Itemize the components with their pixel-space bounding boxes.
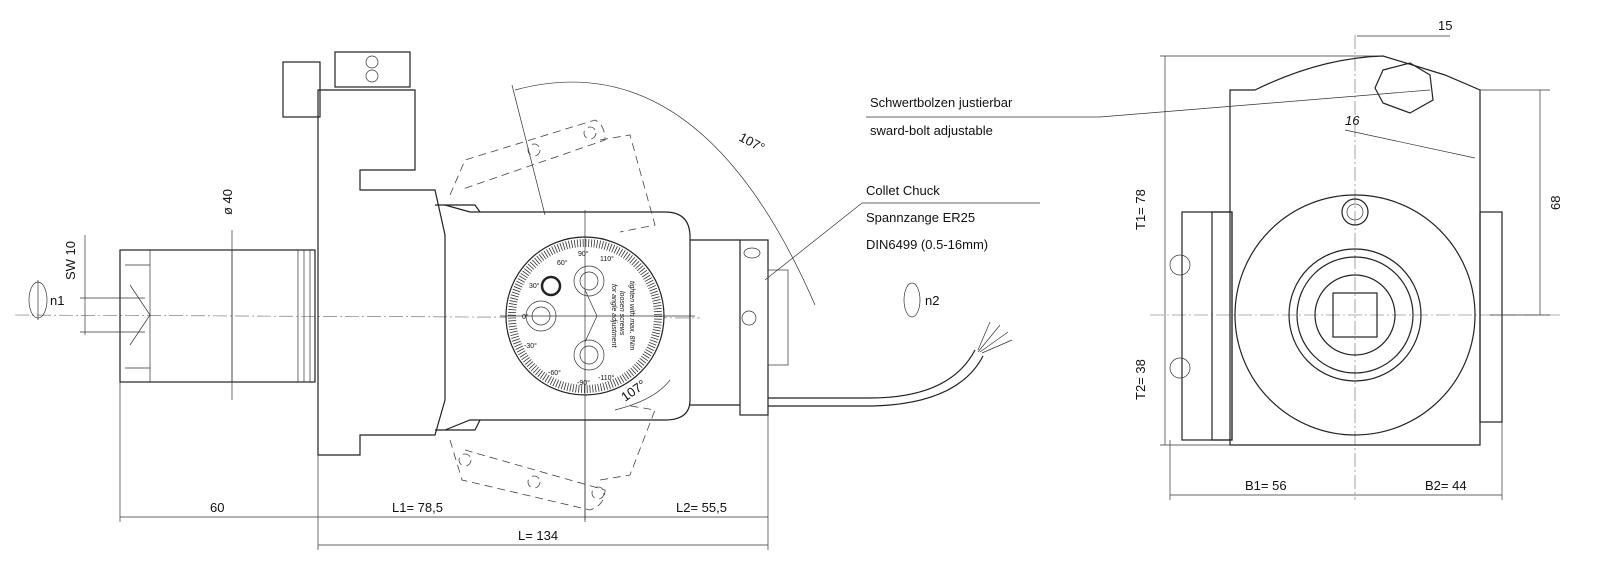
sword-bolt bbox=[1374, 62, 1434, 114]
dial-note-loosen: loosen screws bbox=[618, 291, 625, 336]
dial-tick-60: 60° bbox=[557, 259, 568, 267]
t2-dimension: T2= 38 bbox=[1133, 359, 1148, 400]
l-dimension: L= 134 bbox=[518, 528, 558, 543]
l1-dimension: L1= 78,5 bbox=[392, 500, 443, 515]
sword-bolt-label-en: sward-bolt adjustable bbox=[870, 123, 993, 138]
shank bbox=[119, 249, 316, 383]
front-view: 15 16 T1= 78 68 T2= 38 B1= 56 B2= 44 Sch… bbox=[866, 18, 1563, 500]
side-flange bbox=[1181, 211, 1233, 441]
dial-tick-110: 110° bbox=[600, 255, 614, 263]
spindle-head bbox=[739, 239, 769, 416]
rotation-n2: n2 bbox=[925, 293, 939, 308]
bolt-offset-dimension: 15 bbox=[1438, 18, 1452, 33]
dial-tick-0: 0° bbox=[522, 313, 529, 321]
dial-tick-m30: -30° bbox=[524, 342, 537, 350]
diameter-dimension: ø 40 bbox=[220, 189, 235, 215]
sw-dimension: SW 10 bbox=[63, 241, 78, 280]
height-68-dimension: 68 bbox=[1548, 196, 1563, 210]
collet-norm-label: DIN6499 (0.5-16mm) bbox=[866, 237, 988, 252]
side-view: 90° 110° 60° 30° 0° -30° -60° -90° -110°… bbox=[14, 51, 1040, 550]
collet-spec-label: Spannzange ER25 bbox=[866, 210, 975, 225]
dial-tick-30: 30° bbox=[529, 282, 540, 290]
dial-note-tighten: tighten with max. 8Nm bbox=[628, 281, 635, 350]
rotor bbox=[1234, 194, 1476, 436]
t1-dimension: T1= 78 bbox=[1133, 189, 1148, 230]
shank-length-dimension: 60 bbox=[210, 500, 224, 515]
angle-top-label: 107° bbox=[737, 129, 768, 155]
collet-chuck-label: Collet Chuck bbox=[866, 183, 940, 198]
dial-note-adjust: for angle adjustment bbox=[610, 284, 617, 348]
bolt-width-dimension: 16 bbox=[1345, 113, 1360, 128]
b1-dimension: B1= 56 bbox=[1245, 478, 1287, 493]
rotation-n1: n1 bbox=[50, 293, 64, 308]
dial-tick-m60: -60° bbox=[548, 369, 561, 377]
sword-bolt-label-de: Schwertbolzen justierbar bbox=[870, 95, 1013, 110]
cable bbox=[768, 349, 976, 399]
angle-dial: 90° 110° 60° 30° 0° -30° -60° -90° -110°… bbox=[500, 210, 695, 520]
dial-tick-m90: -90° bbox=[577, 379, 590, 387]
dial-tick-90: 90° bbox=[578, 250, 589, 258]
dial-tick-m110: -110° bbox=[598, 374, 614, 382]
collet-square bbox=[1332, 292, 1378, 338]
top-block bbox=[334, 51, 411, 88]
housing bbox=[317, 89, 446, 456]
b2-dimension: B2= 44 bbox=[1425, 478, 1467, 493]
l2-dimension: L2= 55,5 bbox=[676, 500, 727, 515]
angle-head bbox=[444, 204, 691, 431]
angle-arc-107 bbox=[514, 81, 816, 306]
